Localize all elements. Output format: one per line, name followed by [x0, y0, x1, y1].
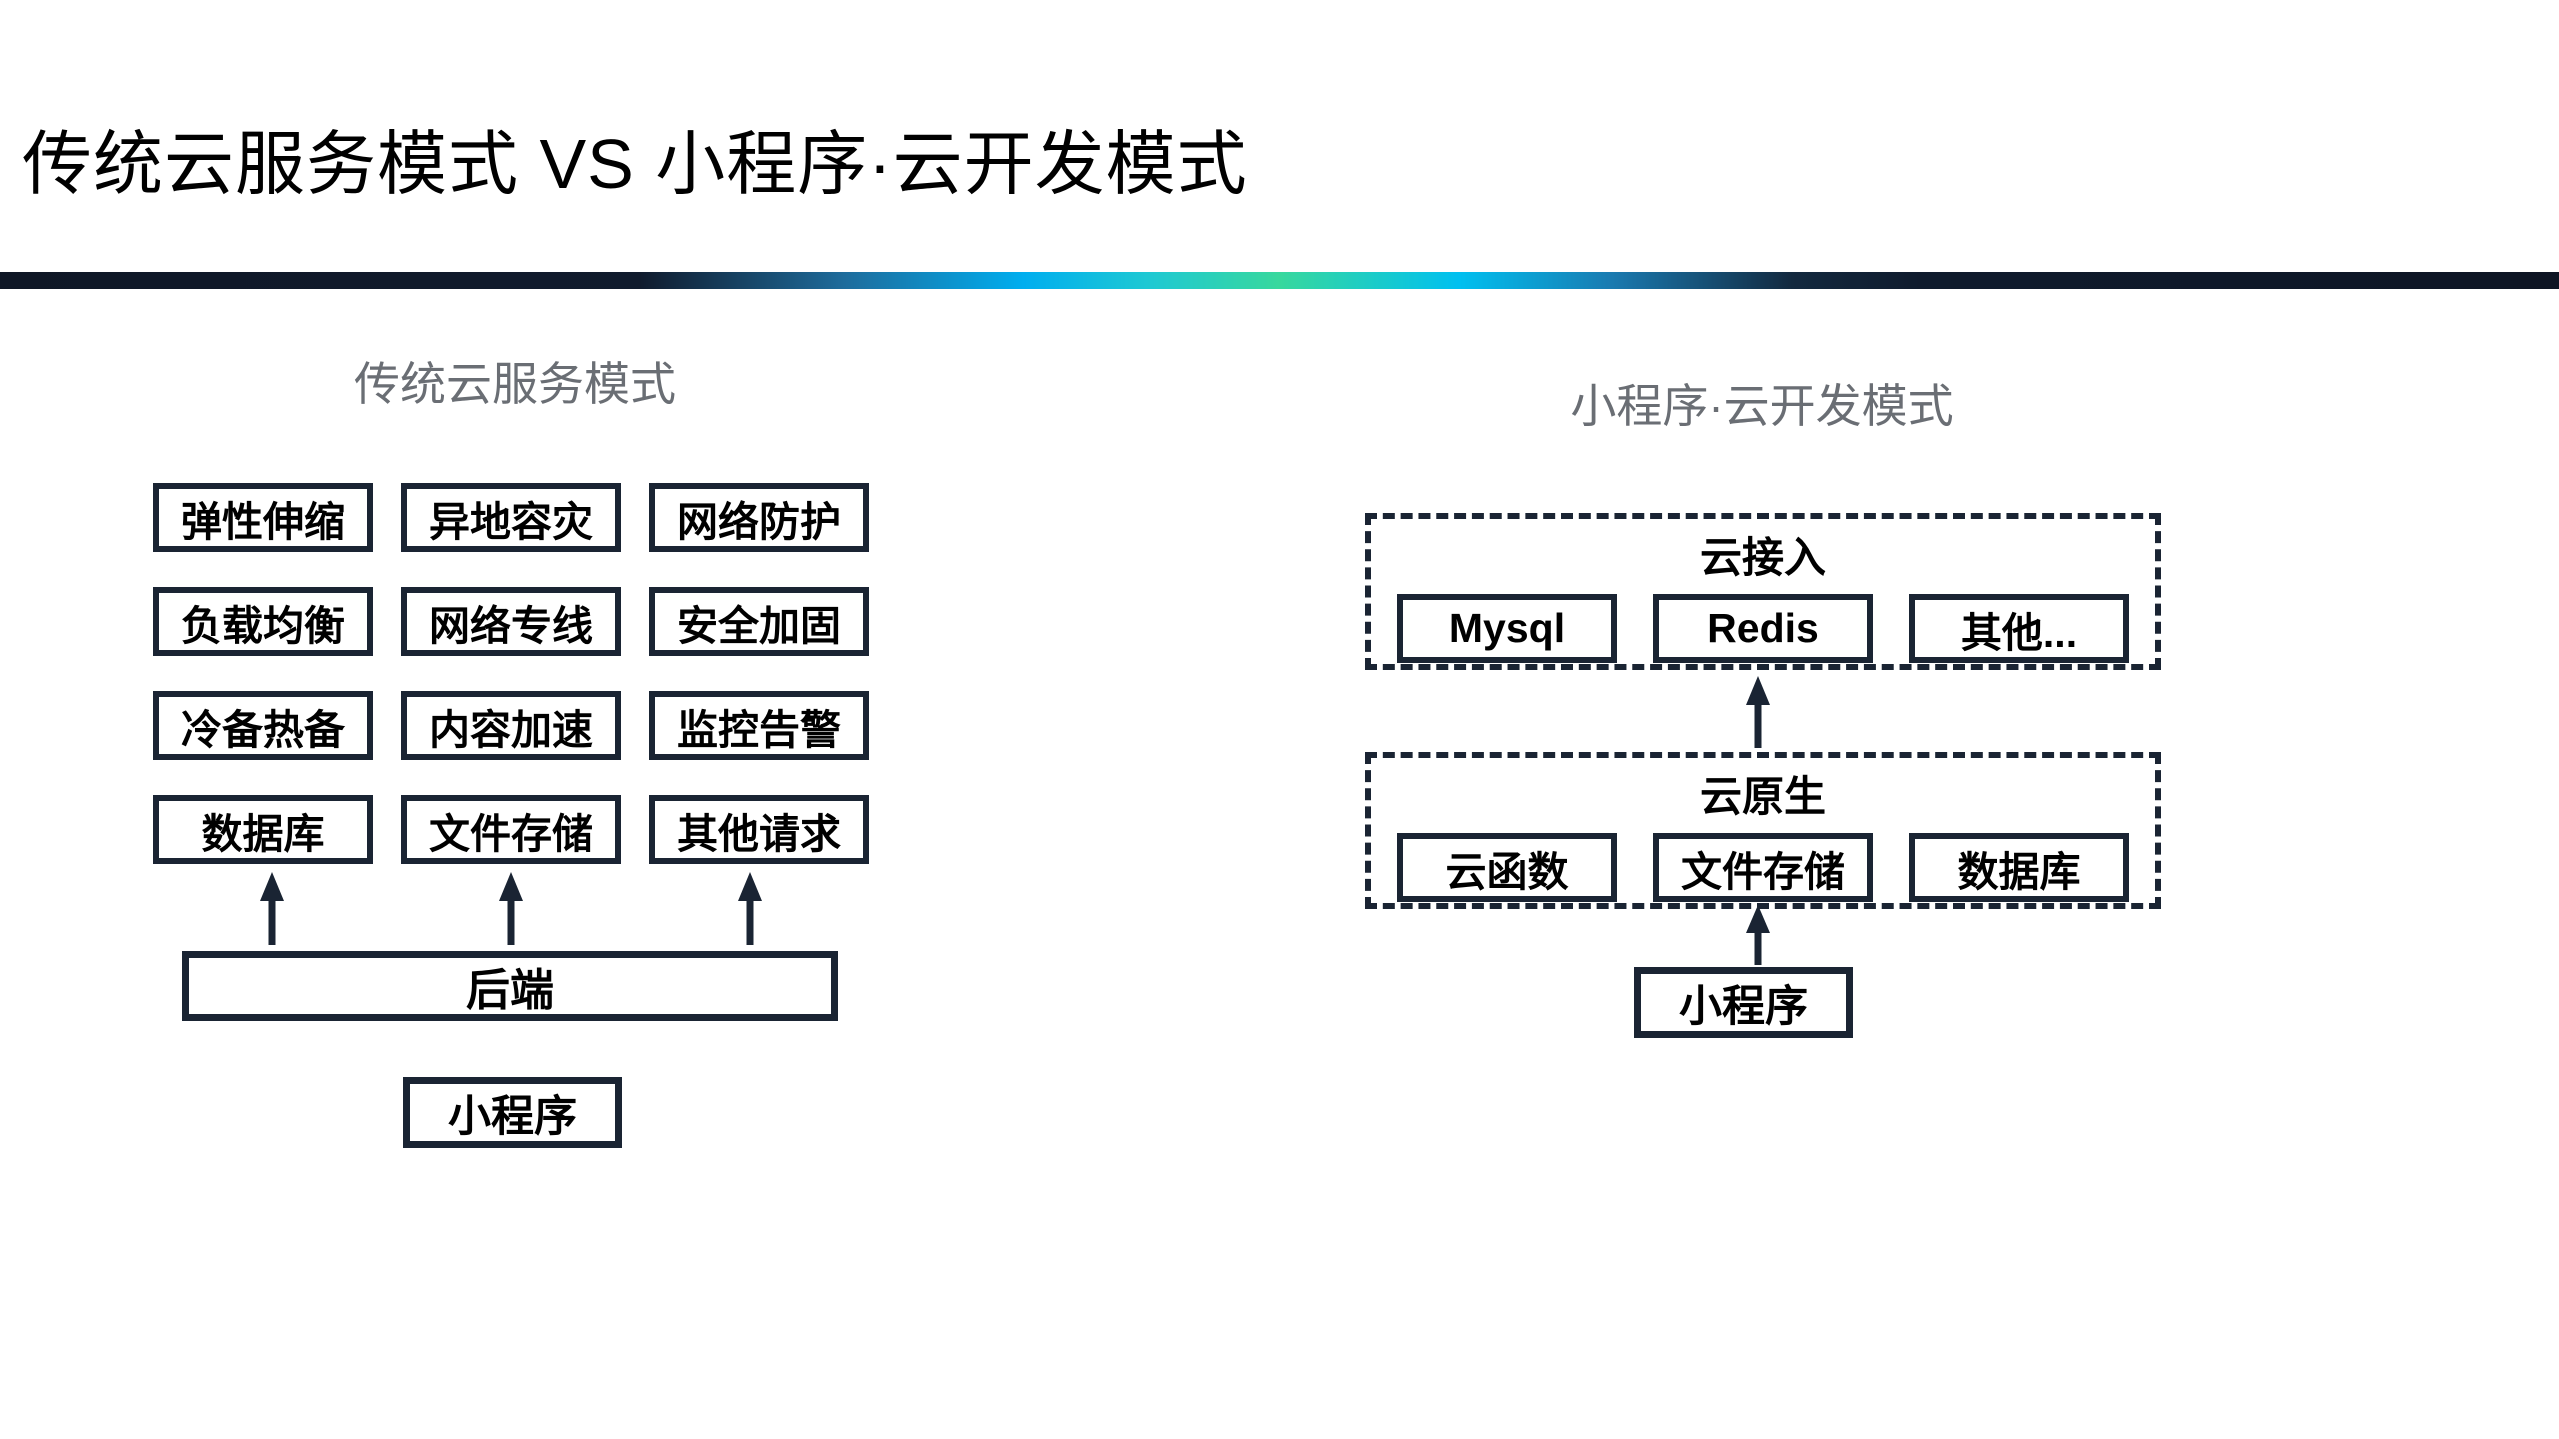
backend-to-services-arrows	[153, 872, 869, 945]
cloud-native-group: 云原生 云函数 文件存储 数据库	[1365, 752, 2161, 909]
service-box: 文件存储	[1653, 833, 1873, 902]
capability-box: 弹性伸缩	[153, 483, 373, 552]
up-arrow-icon	[260, 872, 285, 945]
capability-box: 负载均衡	[153, 587, 373, 656]
capability-box: 监控告警	[649, 691, 869, 760]
cloud-native-to-access-arrow	[1744, 676, 1772, 748]
service-box: 其他...	[1909, 594, 2129, 663]
miniprogram-box-right: 小程序	[1634, 967, 1853, 1038]
capability-box: 数据库	[153, 795, 373, 864]
capability-box: 网络专线	[401, 587, 621, 656]
cloud-access-title: 云接入	[1699, 534, 1826, 581]
cloud-native-items: 云函数 文件存储 数据库	[1371, 833, 2155, 902]
up-arrow-icon	[1746, 905, 1770, 965]
capability-box: 内容加速	[401, 691, 621, 760]
miniprogram-to-native-arrow	[1744, 905, 1772, 965]
capability-box: 冷备热备	[153, 691, 373, 760]
cloud-access-group: 云接入 Mysql Redis 其他...	[1365, 513, 2161, 670]
capability-box: 异地容灾	[401, 483, 621, 552]
service-box: 数据库	[1909, 833, 2129, 902]
cloud-native-title: 云原生	[1699, 773, 1826, 820]
arrow-slot	[630, 872, 869, 945]
page-title: 传统云服务模式 VS 小程序·云开发模式	[22, 125, 1248, 203]
up-arrow-icon	[1746, 676, 1770, 748]
capability-box: 文件存储	[401, 795, 621, 864]
left-section-heading: 传统云服务模式	[354, 358, 676, 410]
gradient-divider	[0, 272, 2559, 289]
traditional-capability-grid: 弹性伸缩 异地容灾 网络防护 负载均衡 网络专线 安全加固 冷备热备 内容加速 …	[153, 483, 869, 864]
service-box: Redis	[1653, 594, 1873, 663]
up-arrow-icon	[499, 872, 523, 945]
cloud-access-items: Mysql Redis 其他...	[1371, 594, 2155, 663]
capability-box: 安全加固	[649, 587, 869, 656]
right-section-heading: 小程序·云开发模式	[1570, 380, 1954, 432]
service-box: Mysql	[1397, 594, 1617, 663]
capability-box: 网络防护	[649, 483, 869, 552]
arrow-slot	[392, 872, 631, 945]
up-arrow-icon	[737, 872, 762, 945]
capability-box: 其他请求	[649, 795, 869, 864]
backend-box: 后端	[182, 951, 838, 1021]
arrow-slot	[153, 872, 392, 945]
miniprogram-box-left: 小程序	[403, 1077, 622, 1148]
service-box: 云函数	[1397, 833, 1617, 902]
